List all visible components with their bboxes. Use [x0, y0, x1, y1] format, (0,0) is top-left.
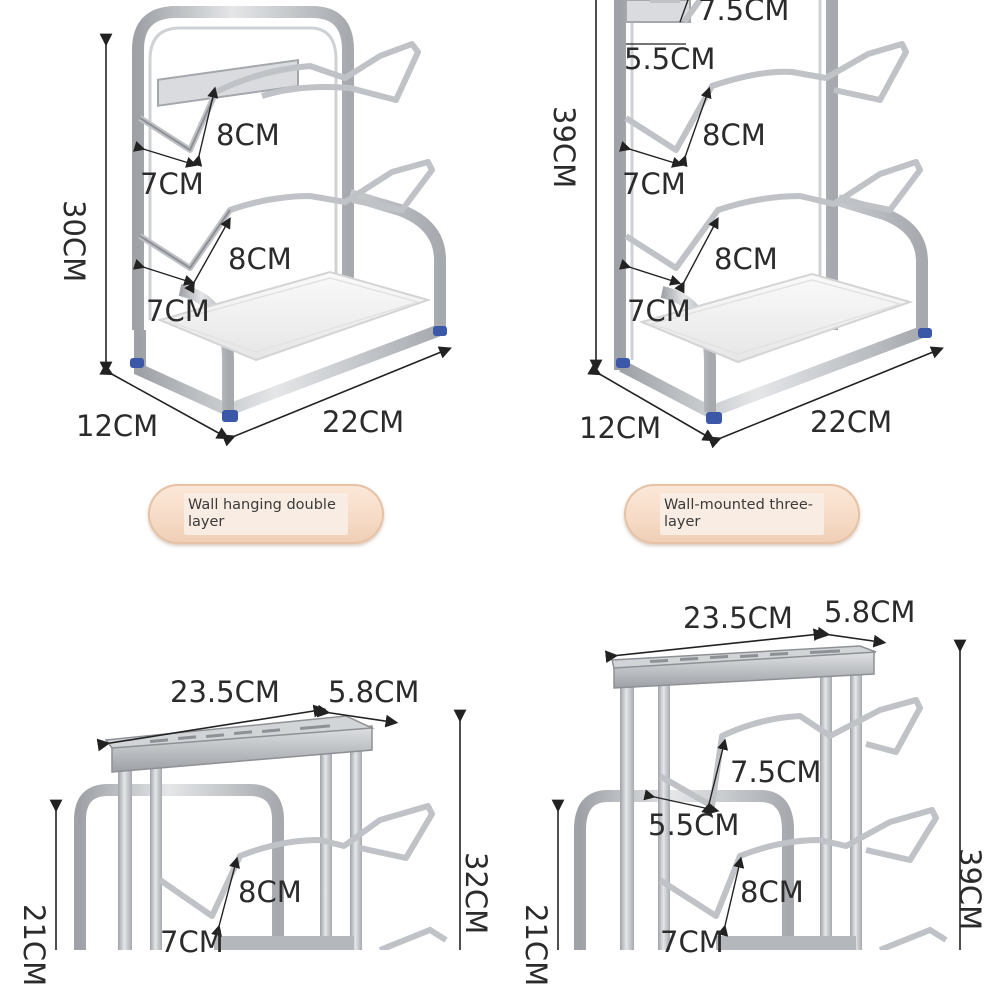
- dim-hook-width: 8CM: [238, 875, 302, 909]
- dim-hook-low-width: 8CM: [714, 242, 778, 276]
- dim-top-depth: 5.8CM: [824, 595, 916, 629]
- dim-hook-top-width: 7.5CM: [698, 0, 790, 27]
- dim-top-width: 23.5CM: [683, 601, 793, 635]
- variant-option-three-layer[interactable]: Wall-mounted three-layer: [624, 484, 860, 544]
- dim-hook-top-depth: 5.5CM: [648, 808, 740, 842]
- dim-hook-lower-width: 8CM: [228, 242, 292, 276]
- variant-label-three-layer: Wall-mounted three-layer: [660, 493, 824, 535]
- dim-height-base: 21CM: [17, 904, 51, 986]
- dim-hook-low-depth: 7CM: [660, 925, 724, 959]
- rack-knife-two-layer: [49, 704, 467, 950]
- dim-hook-top-depth: 5.5CM: [624, 42, 716, 76]
- rack-illustrations: [49, 0, 967, 950]
- dim-depth: 12CM: [76, 409, 159, 443]
- dim-width: 22CM: [810, 405, 893, 439]
- dim-width: 22CM: [322, 405, 405, 439]
- rack-double-layer: [99, 6, 452, 447]
- dim-hook-mid-width: 8CM: [702, 118, 766, 152]
- dim-hook-top-width: 7.5CM: [730, 755, 822, 789]
- dim-hook-mid-width: 8CM: [740, 875, 804, 909]
- dim-height-base: 21CM: [519, 904, 553, 986]
- dim-height: 39CM: [547, 106, 581, 189]
- variant-label-double-layer: Wall hanging double layer: [184, 493, 348, 535]
- rack-three-layer: [587, 0, 944, 449]
- product-dimension-sheet: 8CM 7CM 8CM 7CM 30CM 12CM 22CM Wall hang…: [17, 0, 987, 986]
- dim-hook-upper-width: 8CM: [216, 118, 280, 152]
- dim-depth: 12CM: [579, 411, 662, 445]
- dim-height-total: 39CM: [953, 848, 987, 931]
- dim-top-depth: 5.8CM: [328, 675, 420, 709]
- dim-height: 30CM: [57, 200, 91, 283]
- dim-hook-upper-depth: 7CM: [140, 167, 204, 201]
- dim-hook-depth: 7CM: [160, 925, 224, 959]
- dim-top-width: 23.5CM: [170, 675, 280, 709]
- dim-height-total: 32CM: [459, 852, 493, 935]
- rack-knife-three-layer: [551, 626, 967, 950]
- dim-hook-mid-depth: 7CM: [622, 167, 686, 201]
- dim-hook-low-depth: 7CM: [627, 294, 691, 328]
- dim-hook-lower-depth: 7CM: [146, 294, 210, 328]
- variant-option-double-layer[interactable]: Wall hanging double layer: [148, 484, 384, 544]
